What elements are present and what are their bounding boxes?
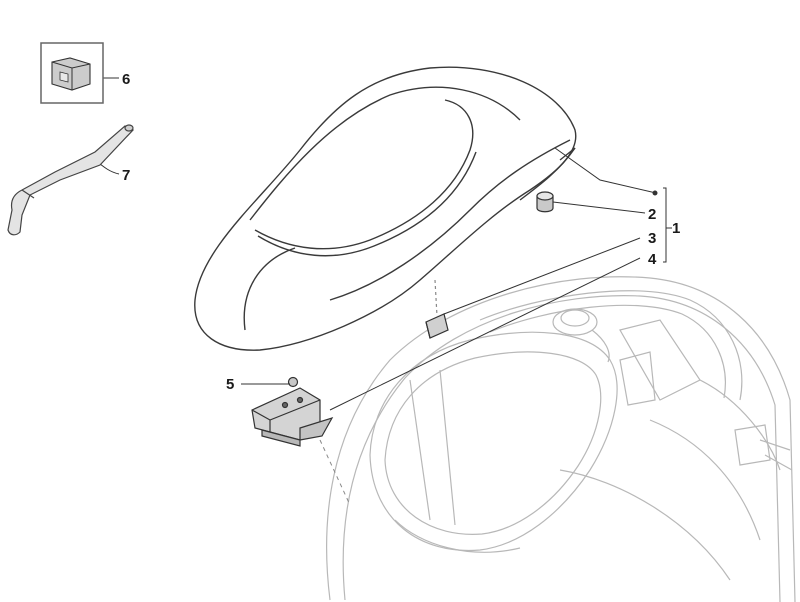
assembly-lines: [319, 439, 351, 506]
callout-3: 3: [648, 230, 656, 247]
rubber-pad-part-2: [536, 191, 554, 213]
callout-5: 5: [226, 376, 234, 393]
clip-part-6: [40, 42, 104, 104]
seat-part-1: [194, 66, 577, 351]
callout-4: 4: [648, 251, 657, 268]
callout-6: 6: [122, 71, 130, 88]
hinge-bracket-part-3: [425, 279, 449, 339]
spanner-tool-part-7: [7, 124, 134, 236]
lock-plate-part-5: [251, 376, 334, 447]
callout-7: 7: [122, 167, 130, 184]
callout-1: 1: [672, 220, 680, 237]
callout-labels: 1 2 3 4 5 6 7: [122, 71, 680, 393]
callout-2: 2: [648, 206, 656, 223]
scooter-body-outline: [326, 276, 796, 602]
